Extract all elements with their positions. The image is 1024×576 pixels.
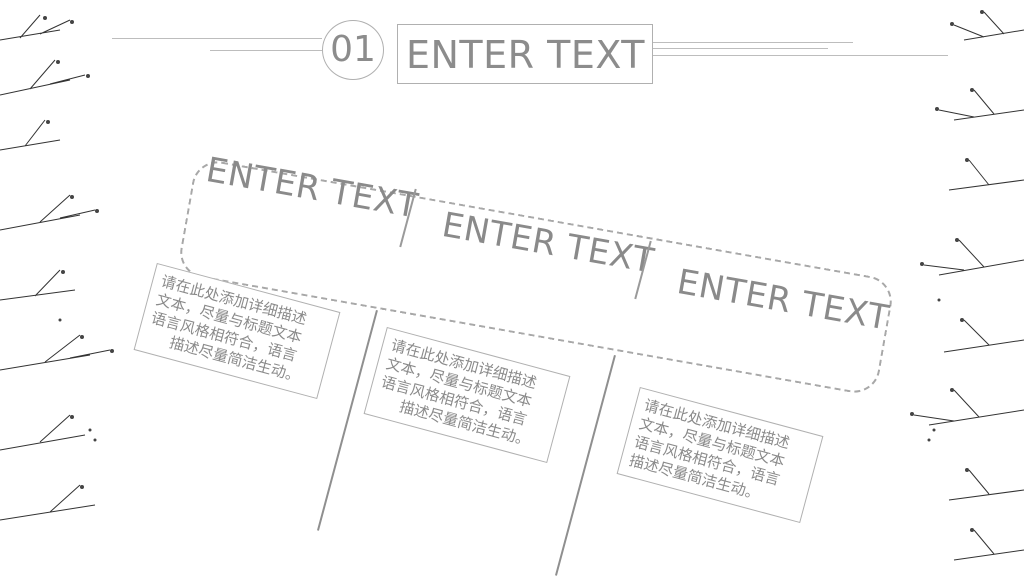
section-title: ENTER TEXT xyxy=(397,24,653,84)
header-line-right-bottom xyxy=(653,55,948,56)
header-line-left-top xyxy=(112,38,322,39)
description-box-3: 请在此处添加详细描述 文本，尽量与标题文本 语言风格相符合，语言 描述尽量简洁生… xyxy=(616,386,824,524)
description-box-2: 请在此处添加详细描述 文本，尽量与标题文本 语言风格相符合，语言 描述尽量简洁生… xyxy=(363,326,571,464)
header-line-right-top xyxy=(653,42,853,43)
left-branch-decoration xyxy=(0,14,114,521)
header-line-right-mid xyxy=(653,48,828,49)
section-number: 01 xyxy=(322,20,384,80)
right-branch-decoration xyxy=(910,10,1024,561)
header-line-left-bottom xyxy=(210,50,322,51)
